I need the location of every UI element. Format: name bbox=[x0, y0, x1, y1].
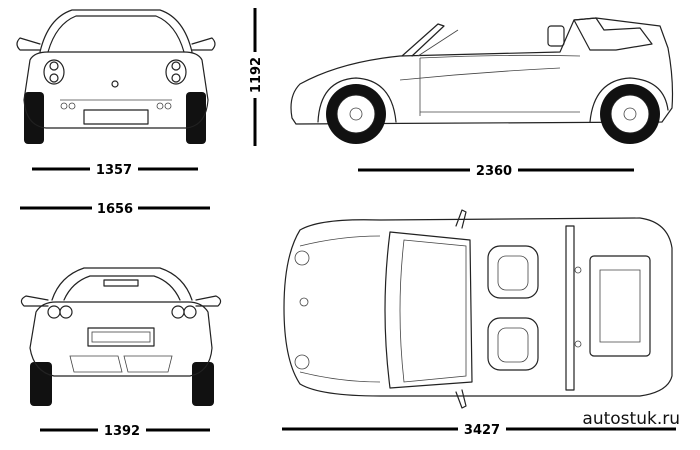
dim-rear-track-label: 1392 bbox=[104, 424, 140, 439]
dim-width: 1656 bbox=[20, 202, 210, 217]
dim-height: 1192 bbox=[249, 8, 264, 146]
top-view-drawing bbox=[283, 209, 673, 409]
watermark: autostuk.ru bbox=[582, 409, 680, 429]
dim-front-track: 1357 bbox=[32, 163, 198, 178]
dim-length: 3427 bbox=[282, 423, 676, 438]
dim-height-label: 1192 bbox=[249, 57, 264, 93]
front-view-drawing bbox=[16, 9, 216, 144]
side-view-drawing bbox=[290, 17, 674, 144]
dim-wheelbase-label: 2360 bbox=[476, 164, 512, 179]
dim-wheelbase: 2360 bbox=[358, 164, 634, 179]
dim-length-label: 3427 bbox=[464, 423, 500, 438]
dim-rear-track: 1392 bbox=[40, 424, 210, 439]
dim-front-track-label: 1357 bbox=[96, 163, 132, 178]
dim-width-label: 1656 bbox=[97, 202, 133, 217]
rear-view-drawing bbox=[20, 267, 222, 406]
